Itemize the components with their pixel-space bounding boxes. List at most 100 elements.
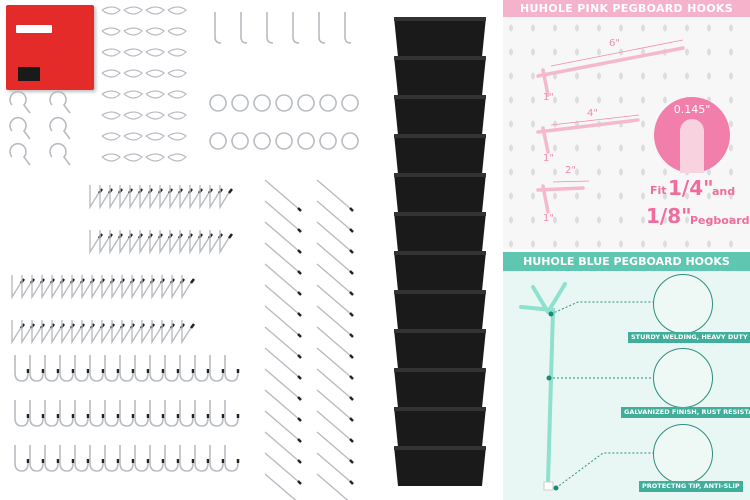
pegboard-hole [597,144,601,152]
hook-tip [297,459,302,464]
j-hook [194,445,209,472]
j-hook [224,445,239,472]
pegboard-hole [619,192,623,200]
clip-hook [145,111,165,120]
pegboard-hole [729,168,733,176]
pegboard-holes [509,24,733,248]
pegboard-hole [531,168,535,176]
straight-hook [149,185,161,210]
ring-hook [253,132,271,150]
clip-hook [101,111,121,120]
j-hook [44,400,59,427]
pegboard-hole [685,216,689,224]
angled-hook [264,473,297,500]
clip-hook [101,48,121,57]
leader-line-tip [555,452,655,489]
j-hook [194,355,209,382]
j-hook [209,400,224,427]
straight-hook [189,185,201,210]
straight-hook [51,320,63,345]
ring-hook [231,94,249,112]
straight-hook [121,320,133,345]
pink-hook-4in-base [541,126,550,154]
callout-dot-welding [548,311,554,317]
j-hook [89,355,104,382]
j-hook [209,355,224,382]
ring-hook [319,94,337,112]
clip-hook [101,6,121,15]
clip-hook [123,153,143,162]
straight-hook [71,275,83,300]
pegboard-hole [553,48,557,56]
straight-hook [141,275,153,300]
j-hook [59,355,74,382]
hook-tip [297,228,302,233]
hook-tip [297,417,302,422]
straight-hook [131,275,143,300]
j-hook [119,445,134,472]
hook-tip [190,323,195,329]
pegboard-hole [509,144,513,152]
j-hook [318,12,326,44]
pegboard-hole [663,72,667,80]
pegboard-hole [729,216,733,224]
j-hook [214,12,222,44]
pegboard-hole [575,240,579,248]
pink-hook-4in [536,118,640,134]
clip-hook [101,153,121,162]
pegboard-hole [509,240,513,248]
blue-panel-title: HUHOLE BLUE PEGBOARD HOOKS [503,252,750,271]
straight-hook [21,275,33,300]
storage-bin [392,132,488,174]
angled-hook [316,389,353,421]
storage-bin [392,405,488,447]
hook-tip [349,228,354,233]
ring-hook [341,132,359,150]
angled-hook [264,431,301,463]
pegboard-hole [641,168,645,176]
j-hook [14,445,29,472]
pegboard-hole [619,240,623,248]
ring-hook [275,94,293,112]
fit-suffix: Pegboard [690,214,750,227]
pink-hooks-illustration [509,24,733,248]
angled-hook [264,452,301,484]
pegboard-hole [707,168,711,176]
storage-bin [392,54,488,96]
straight-hook [89,185,101,210]
straight-hook [151,275,163,300]
dim-6in: 6" [609,38,620,49]
pegboard-hole [509,168,513,176]
pegboard-hole [597,72,601,80]
dim-1in-b: 1" [543,153,554,164]
j-hook [194,400,209,427]
angled-hook [264,389,301,421]
hook-tip [297,270,302,275]
pegboard-hole [641,192,645,200]
j-hook [44,355,59,382]
box-bin-illustration [18,67,40,81]
j-hook [179,445,194,472]
straight-hook [99,230,111,255]
hook-tip [349,333,354,338]
pegboard-hole [597,48,601,56]
angled-hook [264,410,301,442]
tip-closeup [653,424,713,484]
pegboard-hole [729,72,733,80]
angled-hook [264,179,301,211]
angled-hook [264,200,301,232]
j-hook [59,400,74,427]
straight-hook [179,185,191,210]
clip-hook [145,48,165,57]
straight-hook [139,230,151,255]
hook-tip [349,480,354,485]
clip-hook [167,48,187,57]
storage-bin [392,15,488,57]
straight-hook [171,320,183,345]
straight-hook [141,320,153,345]
straight-hook [209,230,221,255]
storage-bin [392,249,488,291]
clip-hook [167,132,187,141]
pegboard-hole [597,168,601,176]
storage-bin [392,171,488,213]
